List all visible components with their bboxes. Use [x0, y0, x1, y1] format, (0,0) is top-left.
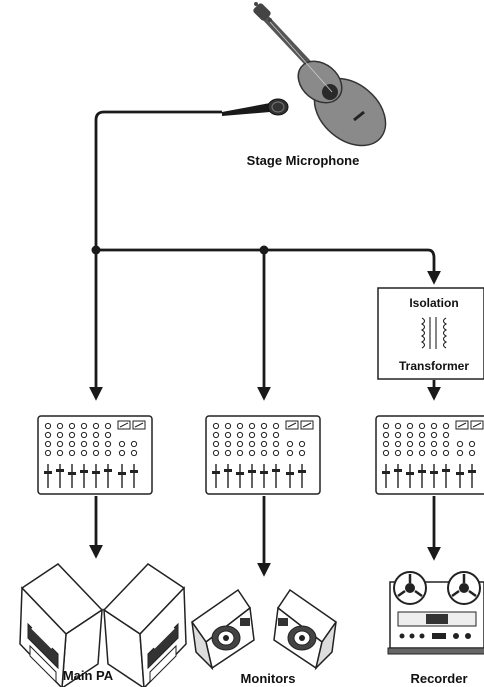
- monitors-label: Monitors: [241, 671, 296, 686]
- acoustic-guitar-icon: [253, 2, 387, 147]
- main-pa-mixer: [37, 415, 153, 495]
- signal-cables: [89, 110, 441, 577]
- mixing-console-icon: [375, 415, 484, 495]
- transformer-label-top: Isolation: [409, 296, 458, 310]
- transformer-icon: [420, 317, 448, 349]
- monitor-mixer: [205, 415, 321, 495]
- junction-node: [259, 245, 269, 255]
- main-pa-label: Main PA: [63, 668, 114, 683]
- stage-monitor-icon: [191, 589, 337, 669]
- junction-node: [91, 245, 101, 255]
- recorder-label: Recorder: [410, 671, 467, 686]
- mixing-console-icon: [205, 415, 321, 495]
- microphone-label: Stage Microphone: [247, 153, 360, 168]
- cable-to-transformer: [96, 248, 441, 285]
- isolation-transformer: Isolation Transformer: [377, 287, 484, 380]
- transformer-label-bottom: Transformer: [399, 359, 469, 373]
- cable-to-main-pa-mixer: [89, 110, 222, 401]
- recorder-mixer: [375, 415, 484, 495]
- microphone-icon: [222, 98, 289, 116]
- mixing-console-icon: [37, 415, 153, 495]
- reel-to-reel-recorder-icon: [387, 571, 484, 655]
